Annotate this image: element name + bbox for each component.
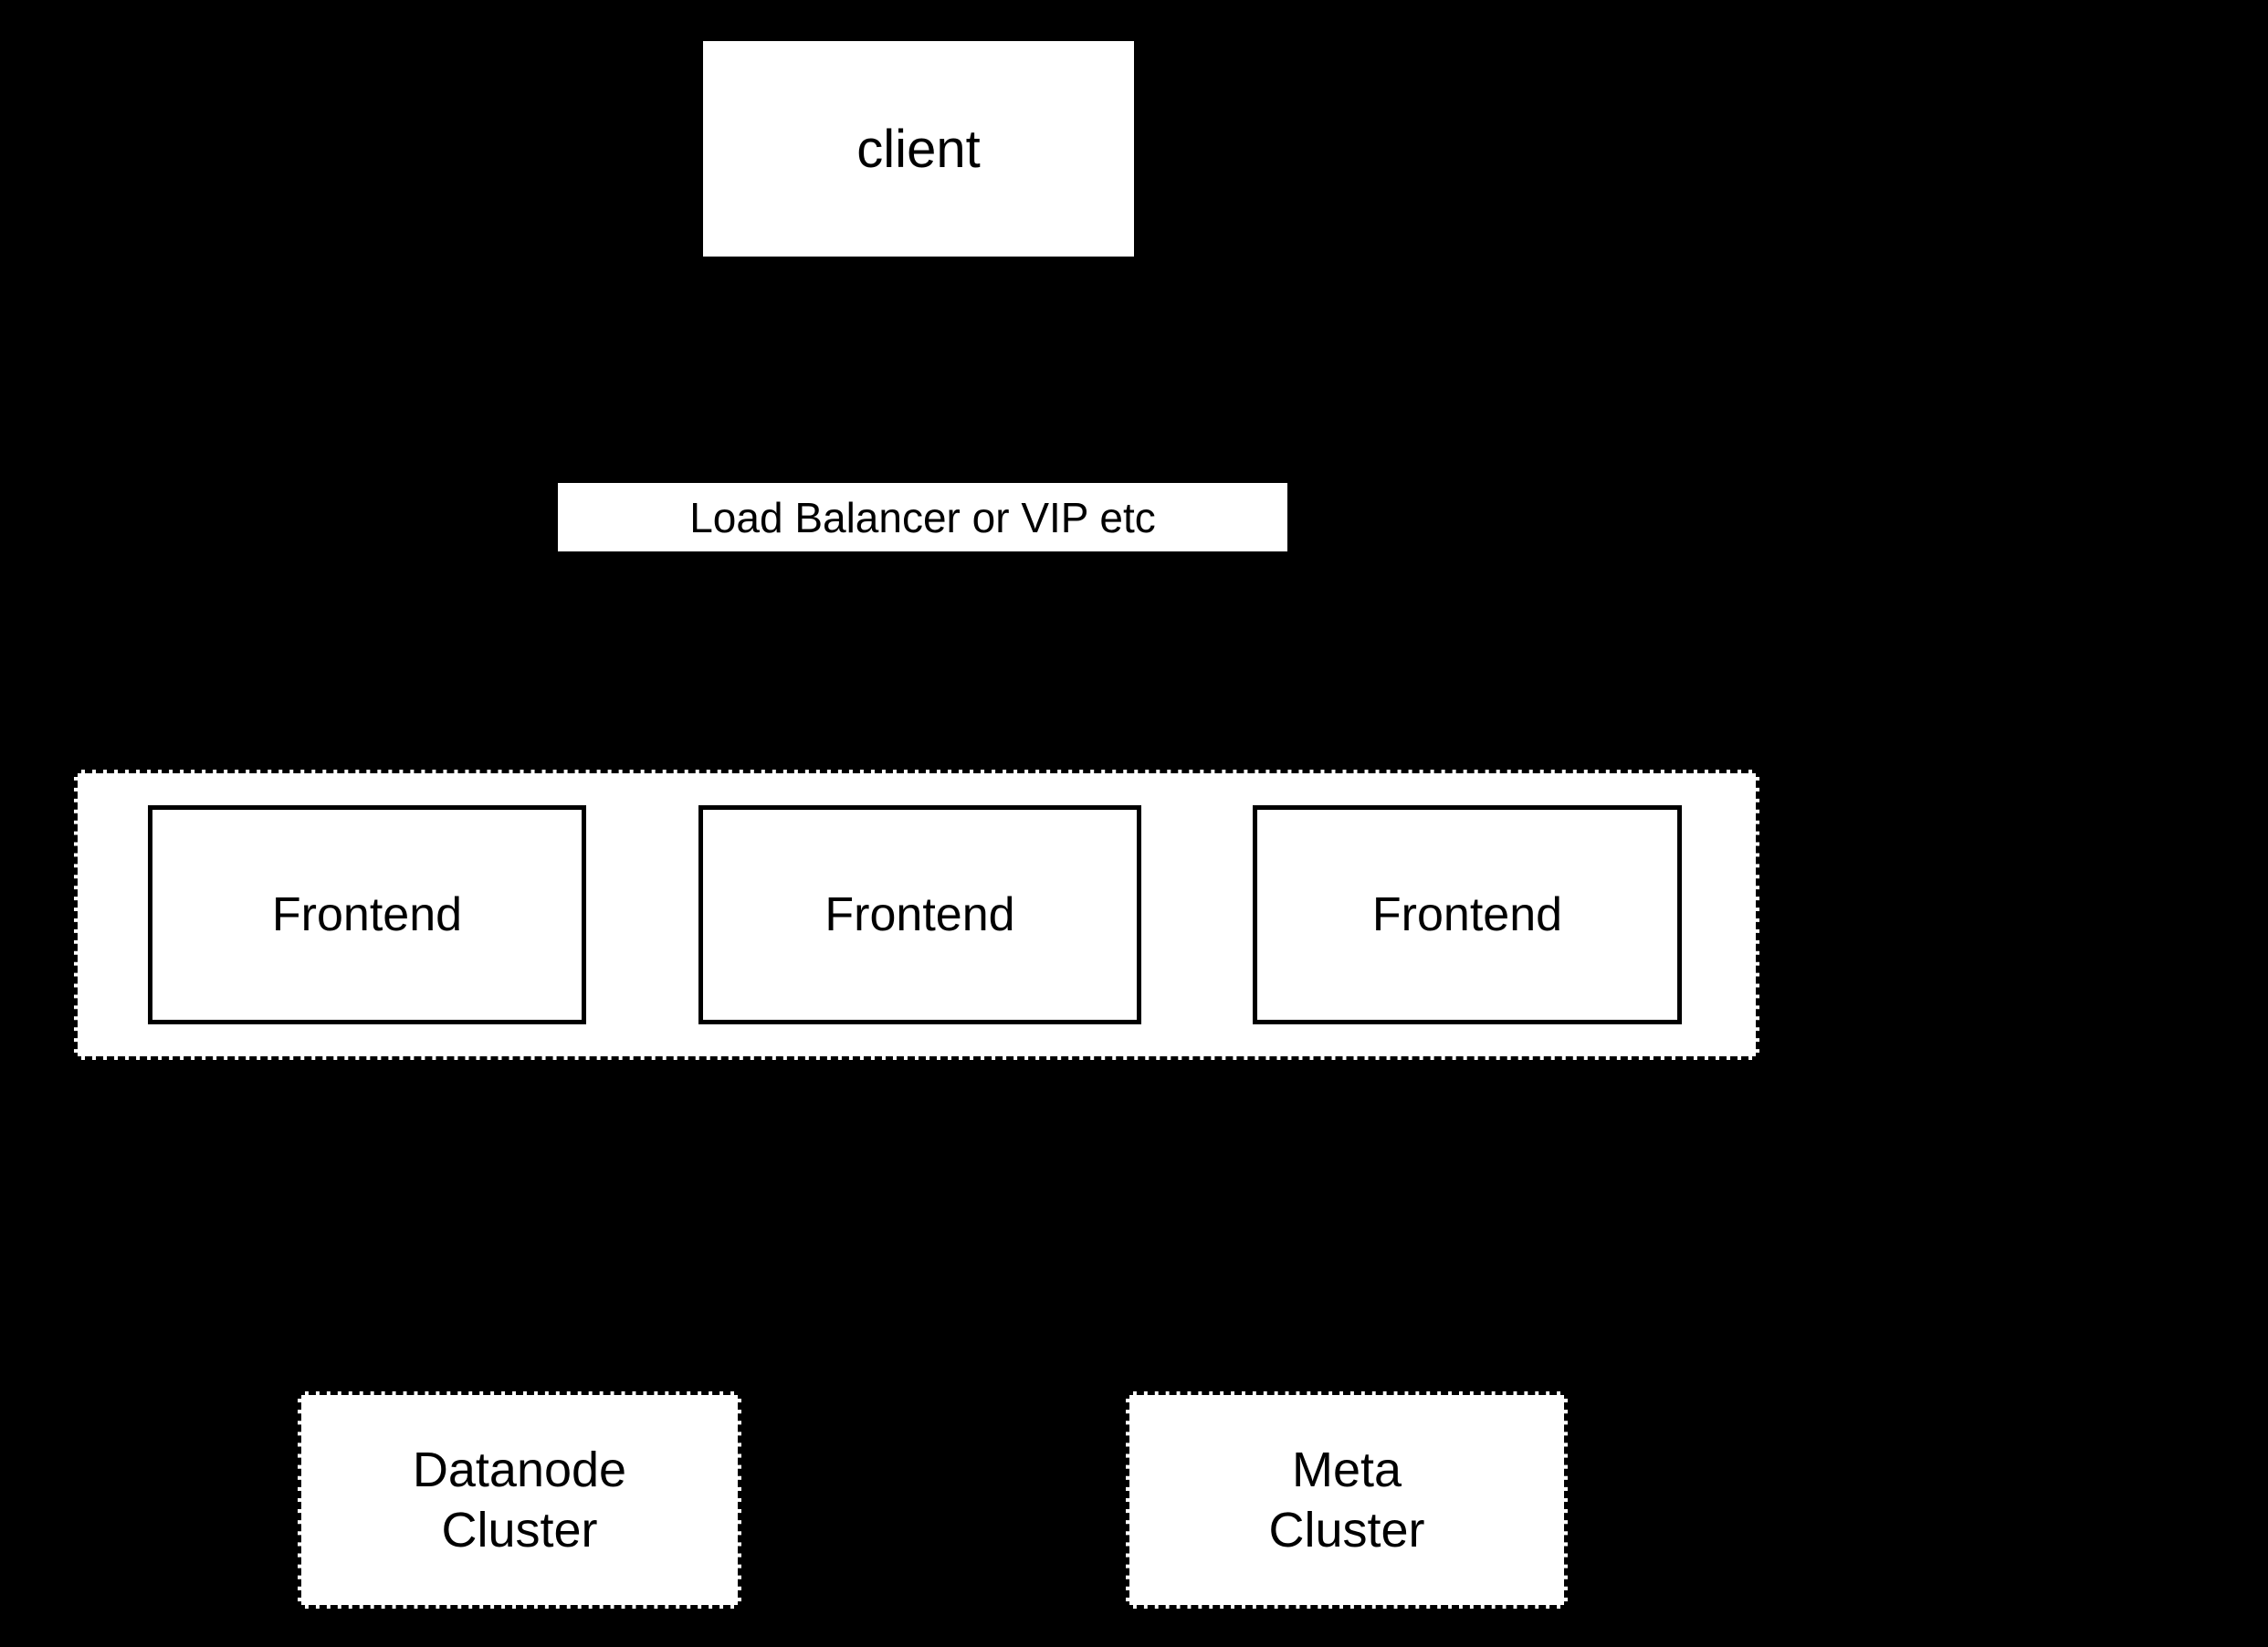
client-node: client xyxy=(703,41,1134,257)
datanode-cluster-label-line1: Datanode xyxy=(412,1442,627,1497)
frontend-label-2: Frontend xyxy=(824,888,1015,941)
frontend-node-1: Frontend xyxy=(148,805,586,1024)
frontend-label-3: Frontend xyxy=(1371,888,1563,941)
meta-cluster-label-line1: Meta xyxy=(1291,1442,1402,1497)
load-balancer-node: Load Balancer or VIP etc xyxy=(558,483,1287,551)
frontend-group: Frontend Frontend Frontend xyxy=(74,770,1759,1060)
datanode-cluster-node: Datanode Cluster xyxy=(298,1391,741,1609)
frontend-node-3: Frontend xyxy=(1253,805,1682,1024)
datanode-cluster-label-line2: Cluster xyxy=(441,1503,598,1558)
meta-cluster-node: Meta Cluster xyxy=(1126,1391,1568,1609)
load-balancer-label: Load Balancer or VIP etc xyxy=(689,493,1156,541)
meta-cluster-label-line2: Cluster xyxy=(1268,1503,1425,1558)
frontend-label-1: Frontend xyxy=(271,888,463,941)
frontend-node-2: Frontend xyxy=(698,805,1141,1024)
client-label: client xyxy=(856,119,981,179)
